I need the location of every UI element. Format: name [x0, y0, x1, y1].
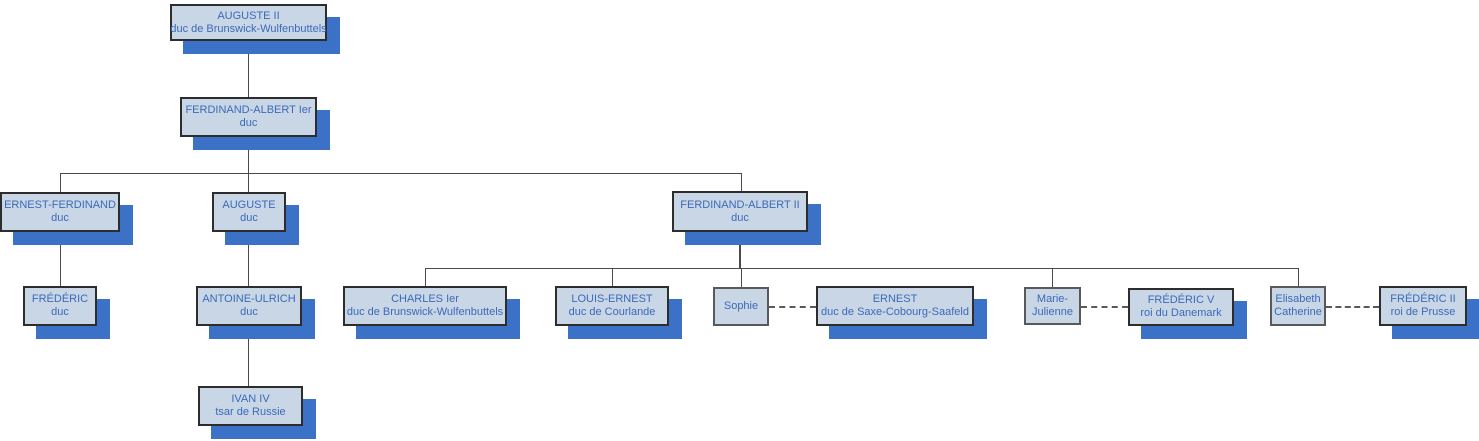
node-charles-ier: CHARLES Ier duc de Brunswick-Wulfenbutte…: [343, 286, 507, 326]
connector-line: [60, 232, 61, 286]
person-title: duc: [51, 212, 69, 224]
person-title: duc: [51, 306, 69, 318]
marriage-dashed-line: [1081, 306, 1128, 308]
person-name: ERNEST-FERDINAND: [4, 199, 116, 211]
connector-line: [248, 136, 249, 173]
person-title: roi du Danemark: [1140, 307, 1222, 319]
connector-line: [248, 173, 249, 192]
person-name: ANTOINE-ULRICH: [202, 293, 296, 305]
connector-line: [612, 268, 613, 286]
node-ernest-ferdinand: ERNEST-FERDINAND duc: [0, 192, 120, 232]
node-sophie: Sophie: [713, 287, 769, 326]
node-frederic-ii: FRÉDÉRIC II roi de Prusse: [1379, 286, 1467, 326]
node-antoine-ulrich: ANTOINE-ULRICH duc: [196, 286, 302, 326]
person-name: CHARLES Ier: [391, 293, 459, 305]
person-name: AUGUSTE: [222, 199, 276, 211]
person-title: roi de Prusse: [1390, 306, 1456, 318]
person-title: duc: [239, 117, 258, 129]
person-name: FRÉDÉRIC V: [1147, 294, 1215, 306]
person-name: Elisabeth Catherine: [1274, 293, 1322, 318]
connector-line: [741, 268, 742, 287]
connector-line: [739, 232, 741, 268]
connector-line: [60, 173, 742, 174]
node-louis-ernest: LOUIS-ERNEST duc de Courlande: [555, 286, 669, 326]
connector-line: [1052, 268, 1053, 287]
marriage-dashed-line: [1326, 306, 1379, 308]
connector-line: [1298, 268, 1299, 286]
node-ivan-iv: IVAN IV tsar de Russie: [198, 386, 303, 426]
person-name: IVAN IV: [231, 393, 270, 405]
node-elisabeth-catherine: Elisabeth Catherine: [1270, 286, 1326, 326]
connector-line: [425, 268, 1299, 269]
person-title: duc de Brunswick-Wulfenbuttels: [346, 306, 504, 318]
connector-line: [425, 268, 426, 286]
node-frederic: FRÉDÉRIC duc: [23, 286, 97, 326]
person-title: duc de Saxe-Cobourg-Saafeld: [821, 306, 969, 318]
person-name: Sophie: [723, 300, 759, 312]
connector-line: [248, 232, 249, 286]
person-name: FRÉDÉRIC: [31, 293, 89, 305]
node-ferdinand-albert-ier: FERDINAND-ALBERT Ier duc: [180, 97, 317, 137]
connector-line: [248, 326, 249, 386]
connector-line: [248, 40, 249, 97]
person-name: Marie-Julienne: [1032, 293, 1073, 318]
node-frederic-v: FRÉDÉRIC V roi du Danemark: [1128, 288, 1234, 326]
person-title: duc de Brunswick-Wulfenbuttels: [170, 22, 327, 35]
node-auguste: AUGUSTE duc: [212, 192, 286, 232]
person-name: AUGUSTE II: [217, 9, 280, 22]
connector-line: [741, 173, 742, 191]
person-title: tsar de Russie: [215, 406, 286, 418]
person-title: duc: [731, 211, 749, 224]
marriage-dashed-line: [769, 306, 816, 308]
person-title: duc de Courlande: [568, 306, 656, 318]
person-name: FERDINAND-ALBERT II: [680, 198, 800, 211]
node-marie-julienne: Marie-Julienne: [1024, 287, 1081, 325]
node-ferdinand-albert-ii: FERDINAND-ALBERT II duc: [672, 191, 808, 232]
node-ernest: ERNEST duc de Saxe-Cobourg-Saafeld: [816, 286, 974, 326]
node-auguste-ii: AUGUSTE II duc de Brunswick-Wulfenbuttel…: [170, 4, 327, 41]
person-title: duc: [240, 306, 258, 318]
connector-line: [60, 173, 61, 192]
person-name: LOUIS-ERNEST: [571, 293, 653, 305]
person-name: FRÉDÉRIC II: [1390, 293, 1456, 305]
person-name: ERNEST: [872, 293, 918, 305]
person-title: duc: [240, 212, 258, 224]
person-name: FERDINAND-ALBERT Ier: [185, 104, 312, 116]
